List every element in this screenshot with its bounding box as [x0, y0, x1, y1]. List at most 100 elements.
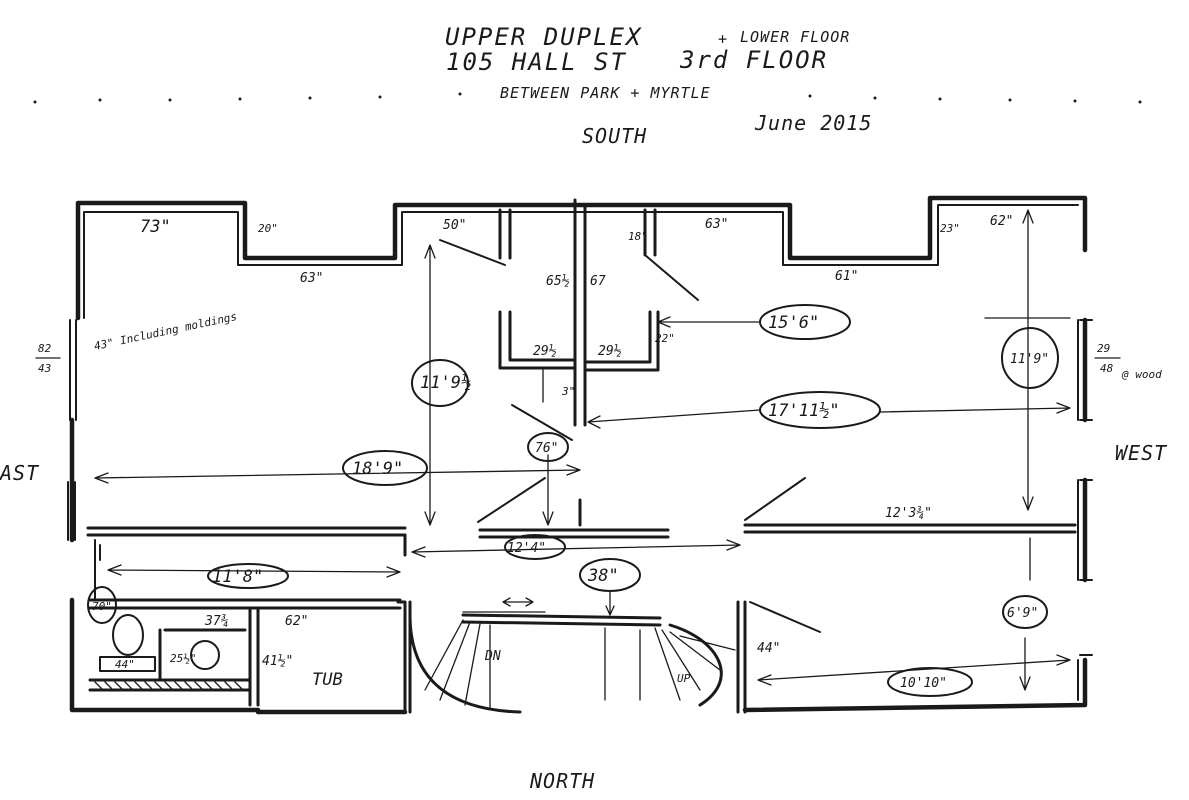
dim-arrow-west-11-9 — [984, 209, 1071, 511]
west-window-note: @ wood — [1121, 368, 1162, 381]
circle-10-10 — [887, 667, 973, 697]
dim-arrow-38 — [605, 591, 615, 616]
east-window-82: 82 — [38, 342, 52, 355]
dim-arrow-76 — [542, 454, 554, 526]
circle-11-9-west — [1001, 327, 1059, 389]
sketch-date: June 2015 — [754, 111, 872, 135]
bath-hatch — [94, 681, 244, 691]
dotted-line — [33, 92, 1142, 104]
west-window — [1079, 319, 1093, 656]
exterior-wall-inner — [83, 204, 1079, 701]
dim-22: 22" — [655, 332, 675, 345]
label-tub: TUB — [312, 670, 343, 690]
vanity-icon — [99, 656, 156, 672]
door-swing-5 — [744, 477, 806, 521]
circle-6-9 — [1002, 595, 1048, 629]
dim-29-right: 29½ — [598, 344, 622, 359]
circle-38 — [579, 558, 641, 592]
exterior-wall — [69, 195, 1088, 715]
bath-door-arc — [94, 539, 101, 601]
label-including-moldings: 43" Including moldings — [93, 310, 238, 353]
dim-arrow-15-6 — [657, 316, 761, 328]
compass-south: SOUTH — [582, 124, 647, 148]
circle-15-6 — [759, 304, 851, 340]
title-and: + — [718, 30, 728, 48]
title-floor: 3rd FLOOR — [679, 46, 828, 74]
dim-62-top: 62" — [990, 214, 1013, 229]
dim-11-9-west: 11'9" — [1010, 352, 1049, 367]
title-address: 105 HALL ST — [446, 48, 627, 76]
dim-50: 50" — [443, 218, 466, 233]
circle-11-9-half — [411, 359, 469, 407]
dim-12-4: 12'4" — [507, 541, 546, 556]
center-closet-walls — [498, 198, 660, 427]
dim-29-left: 29½ — [533, 344, 557, 359]
dim-25: 25½" — [170, 652, 197, 665]
toilet-icon — [112, 614, 144, 656]
stair-treads — [424, 619, 736, 709]
dim-70: 70" — [92, 600, 112, 613]
dim-11-8: 11'8" — [212, 567, 263, 587]
stair-arrow — [462, 597, 546, 613]
bathroom-walls — [88, 533, 412, 714]
east-window-43: 43 — [38, 362, 51, 375]
east-window — [69, 319, 77, 421]
dim-10-10: 10'10" — [900, 676, 947, 691]
dim-61: 61" — [835, 269, 858, 284]
label-dn: DN — [484, 649, 501, 664]
circle-18-9 — [342, 450, 428, 486]
circle-70 — [87, 586, 117, 624]
dim-11-9-half: 11'9½ — [420, 373, 471, 393]
door-swing-1 — [439, 239, 506, 266]
circle-76 — [527, 432, 569, 462]
dim-arrow-11-9-half — [424, 244, 436, 526]
sink-icon — [190, 640, 220, 670]
dim-76: 76" — [535, 441, 558, 456]
dim-73: 73" — [140, 217, 171, 237]
dim-63-left: 63" — [300, 271, 323, 286]
door-swing-2 — [644, 254, 699, 301]
door-swing-3 — [511, 404, 573, 441]
dim-arrow-12-4 — [411, 539, 741, 558]
circle-17-11 — [759, 391, 881, 429]
label-up: UP — [677, 672, 691, 685]
dim-12-3: 12'3¾" — [885, 506, 932, 521]
title-lower-floor: LOWER FLOOR — [740, 28, 850, 46]
dim-65: 65½ — [546, 274, 570, 289]
dim-17-11: 17'11½" — [768, 401, 840, 421]
dim-18: 18" — [628, 230, 648, 243]
interior-wall-horizontal — [86, 498, 1077, 539]
door-swing-4 — [477, 477, 546, 523]
dim-44-stair: 44" — [757, 641, 780, 656]
dim-arrow-6-9 — [1019, 537, 1031, 691]
dim-15-6: 15'6" — [768, 313, 819, 333]
title-upper-duplex: UPPER DUPLEX — [445, 23, 642, 51]
door-swing-6 — [749, 601, 821, 633]
dim-62-bath: 62" — [285, 614, 308, 629]
compass-east: AST — [0, 461, 40, 485]
stair-well — [408, 600, 747, 714]
dim-63-right: 63" — [705, 217, 728, 232]
dim-67: 67 — [590, 274, 606, 289]
dim-3: 3" — [561, 385, 575, 398]
subtitle-between: BETWEEN PARK + MYRTLE — [500, 84, 711, 102]
dim-6-9: 6'9" — [1007, 606, 1038, 621]
dim-arrow-11-8 — [107, 564, 401, 578]
dim-41: 41½" — [262, 654, 293, 669]
dim-20: 20" — [258, 222, 278, 235]
dim-37: 37¾ — [204, 614, 229, 629]
west-window-29: 29 — [1097, 342, 1110, 355]
dim-arrow-17-11 — [587, 402, 1071, 429]
dim-38: 38" — [587, 566, 619, 586]
east-window-2 — [67, 481, 76, 541]
compass-west: WEST — [1115, 441, 1168, 465]
dim-23: 23" — [940, 222, 960, 235]
compass-north: NORTH — [529, 769, 595, 793]
dim-arrow-18-9 — [94, 464, 581, 484]
circle-11-8 — [207, 563, 289, 589]
dim-44-vanity: 44" — [115, 658, 135, 671]
dim-18-9: 18'9" — [352, 459, 403, 479]
west-window-48: 48 — [1100, 362, 1114, 375]
circle-12-4 — [504, 534, 566, 560]
